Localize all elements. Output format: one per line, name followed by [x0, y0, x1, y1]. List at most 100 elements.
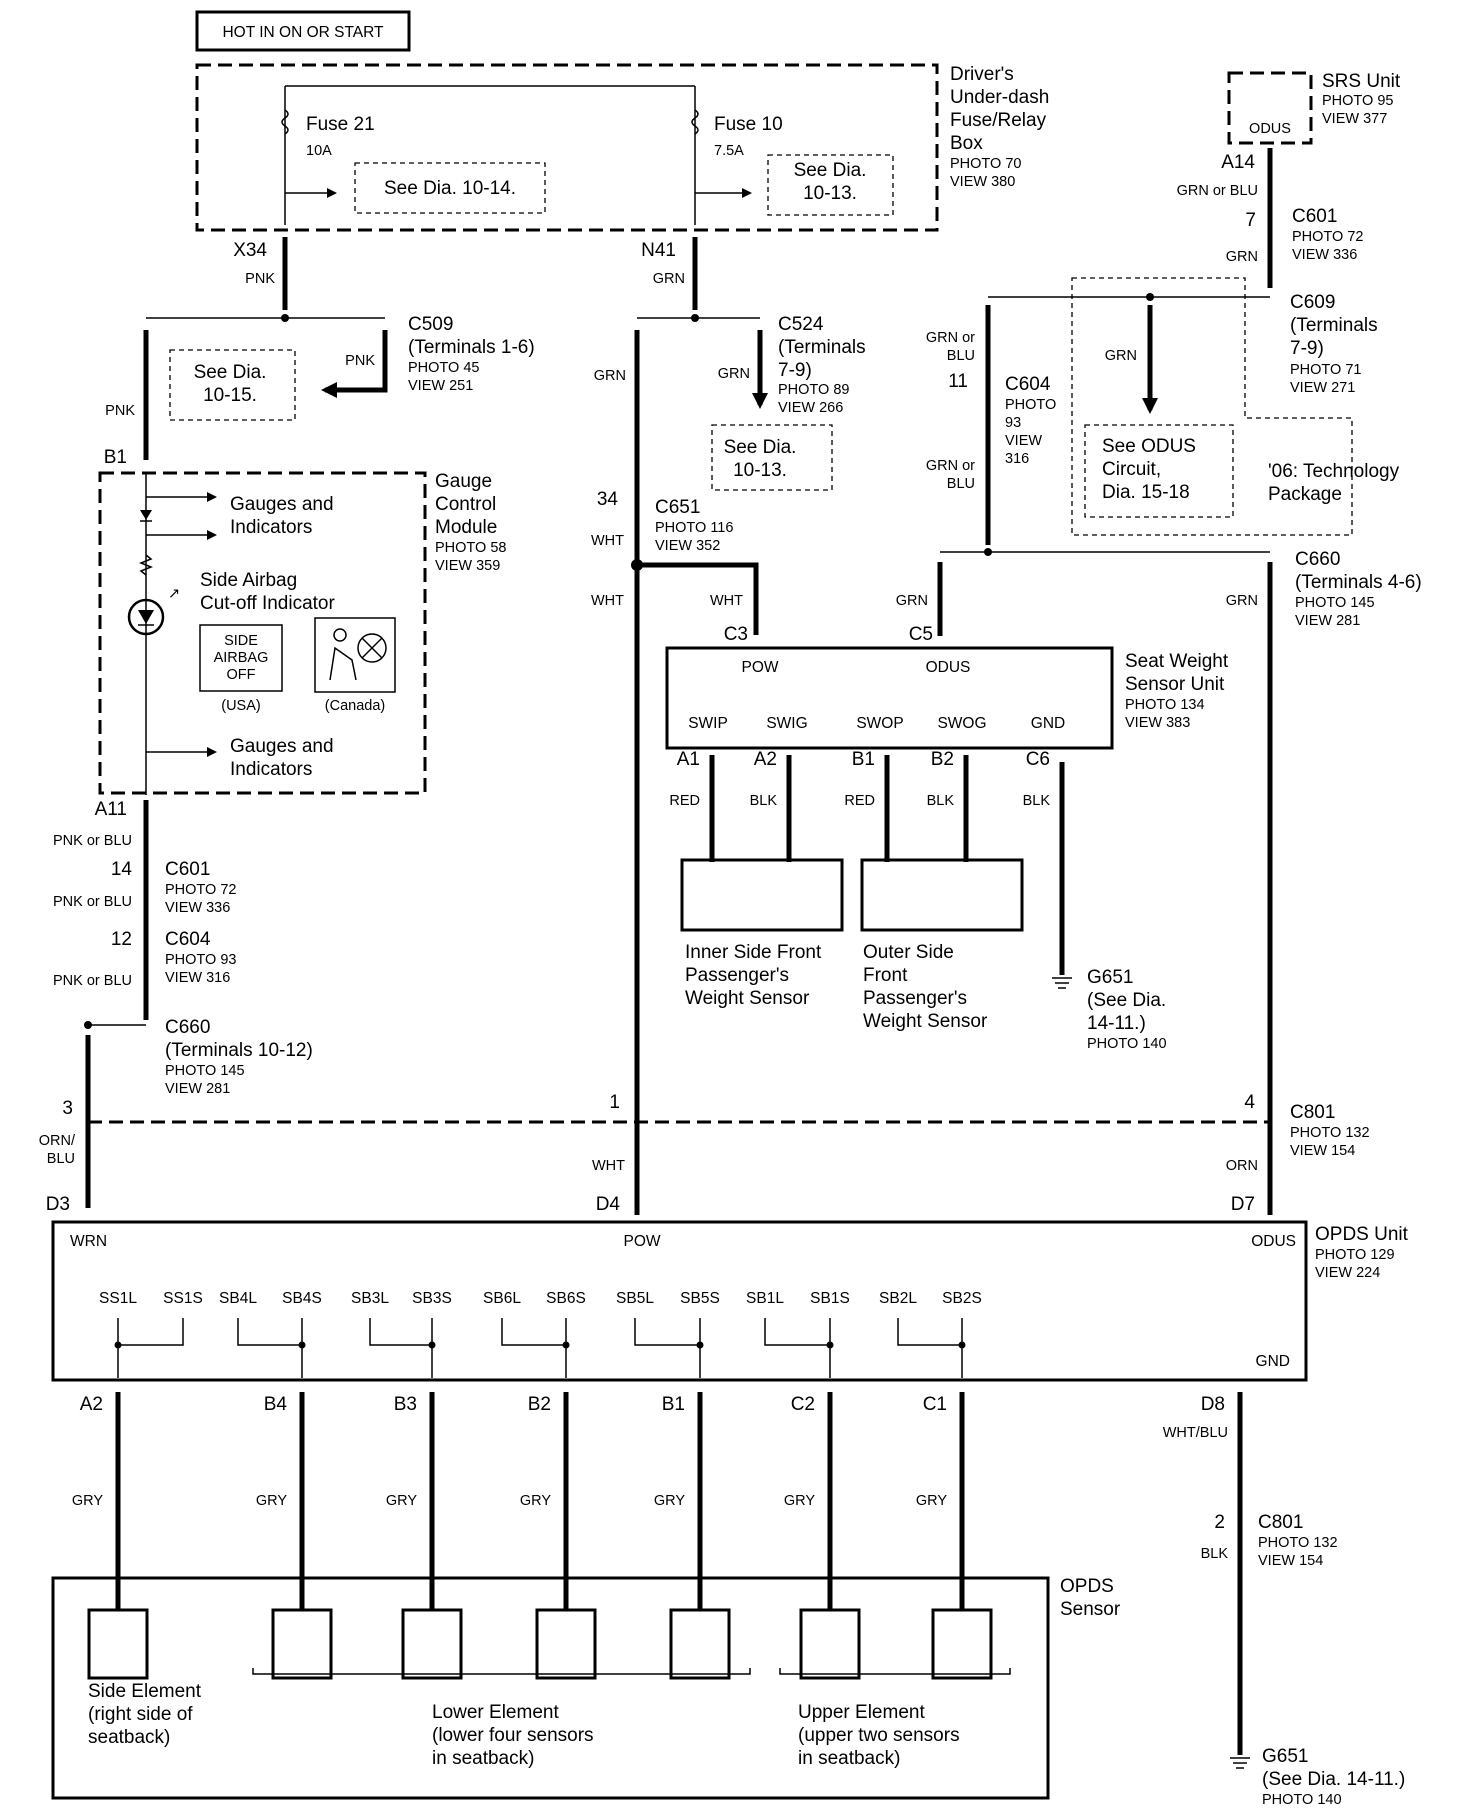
c604-mid-photo-1: PHOTO [1005, 397, 1056, 413]
c660-right-name: C660 [1295, 549, 1340, 570]
c651-wire-a: WHT [591, 533, 624, 549]
x34-terminal: X34 [233, 240, 267, 261]
c660-right-view: VIEW 281 [1295, 613, 1360, 629]
opds-wrn: WRN [70, 1233, 107, 1250]
c651-pin: 34 [597, 489, 619, 510]
srs-terminal: A14 [1221, 152, 1255, 173]
opds-bottom-terminal: C2 [791, 1394, 815, 1415]
sensor-element [87, 1608, 149, 1680]
c509-see-2: 10-15. [203, 385, 257, 406]
c604-mid-wire-bot-1: GRN or [926, 458, 975, 474]
opds-pin-label: SS1L [99, 1290, 137, 1307]
sws-wire: RED [844, 793, 875, 809]
sensor-element [401, 1608, 463, 1680]
opds-pin-label: SB6S [546, 1290, 586, 1307]
c801-photo: PHOTO 132 [1290, 1125, 1370, 1141]
c604-mid-wire-top-2: BLU [947, 348, 975, 364]
badge-line1: SIDE [224, 633, 258, 649]
opds-bottom-terminal: B1 [662, 1394, 685, 1415]
opds-pin-label: SB5S [680, 1290, 720, 1307]
c660-right-wire-right: GRN [1226, 593, 1258, 609]
opds-bottom-terminal: B2 [528, 1394, 551, 1415]
c609-photo: PHOTO 71 [1290, 362, 1361, 378]
c524-wire: GRN [718, 366, 750, 382]
opds-bottom-wire-label: GRY [784, 1493, 815, 1509]
c524-terms-2: 7-9) [778, 360, 812, 381]
c524-wire-left: GRN [594, 368, 626, 384]
hot-label: HOT IN ON OR START [222, 24, 384, 41]
c601-top-photo: PHOTO 72 [1292, 229, 1363, 245]
fuse21-rating: 10A [306, 143, 332, 159]
opds-pin-label: SB3S [412, 1290, 452, 1307]
opds-d4: D4 [596, 1194, 621, 1215]
gauge-view: VIEW 359 [435, 558, 500, 574]
gauge-photo: PHOTO 58 [435, 540, 506, 556]
c601-top-name: C601 [1292, 206, 1337, 227]
fuse21-name: Fuse 21 [306, 114, 375, 135]
opds-d8: D8 [1201, 1394, 1225, 1415]
fuse21-icon [281, 109, 289, 135]
light-rays-icon: ↗ [168, 586, 180, 602]
sws-title-2: Sensor Unit [1125, 674, 1225, 695]
odus-text-1: See ODUS [1102, 436, 1196, 457]
c524-name: C524 [778, 314, 824, 335]
indicator-bulb-icon [127, 598, 165, 636]
opds-pin-label: SB6L [483, 1290, 521, 1307]
opds-d3: D3 [46, 1194, 70, 1215]
g651-mid-photo: PHOTO 140 [1087, 1036, 1167, 1052]
opds-pin-label: SB5L [616, 1290, 654, 1307]
lower-label-1: Lower Element [432, 1702, 559, 1723]
c604-mid-name: C604 [1005, 374, 1051, 395]
c601-left-view: VIEW 336 [165, 900, 230, 916]
c524-photo: PHOTO 89 [778, 382, 849, 398]
sensor-element [931, 1608, 993, 1680]
upper-label-1: Upper Element [798, 1702, 925, 1723]
opds-unit-box [51, 1220, 1308, 1382]
g651-mid-name: G651 [1087, 967, 1133, 988]
diode-icon [140, 510, 152, 520]
c801b-pin: 2 [1214, 1512, 1225, 1533]
c801-pin4: 4 [1244, 1092, 1255, 1113]
opds-odus: ODUS [1251, 1233, 1296, 1250]
side-label-2: (right side of [88, 1704, 193, 1725]
fuse21-see-box [354, 162, 546, 214]
sws-pin-label: SWOP [856, 715, 903, 732]
opds-pin-bridge [369, 1318, 433, 1346]
lower-bracket [252, 1668, 751, 1675]
c604-mid-photo-2: 93 [1005, 415, 1021, 431]
c604-mid-pin: 11 [948, 371, 968, 392]
sws-title-1: Seat Weight [1125, 651, 1229, 672]
opds-pin-label: SB2S [942, 1290, 982, 1307]
fusebox-title-1: Driver's [950, 64, 1014, 85]
srs-photo: PHOTO 95 [1322, 93, 1393, 109]
opds-d7: D7 [1231, 1194, 1255, 1215]
gauges2-line2: Indicators [230, 759, 312, 780]
gauge-title-3: Module [435, 517, 497, 538]
indicator-line1: Side Airbag [200, 570, 297, 591]
inner-weight-sensor [680, 858, 844, 932]
fusebox-title-4: Box [950, 133, 983, 154]
c601-top-pin: 7 [1245, 210, 1256, 231]
c801b-wire: BLK [1201, 1546, 1229, 1562]
odus-tech-region [1071, 277, 1353, 536]
c609-terms-1: (Terminals [1290, 315, 1378, 336]
c660-left-name: C660 [165, 1017, 210, 1038]
gauges1-line2: Indicators [230, 517, 312, 538]
opds-bottom-wire-label: GRY [386, 1493, 417, 1509]
fusebox-title-3: Fuse/Relay [950, 110, 1047, 131]
odus-text-2: Circuit, [1102, 459, 1161, 480]
c660-left-view: VIEW 281 [165, 1081, 230, 1097]
sensor-title-2: Sensor [1060, 1599, 1121, 1620]
lower-label-2: (lower four sensors [432, 1725, 594, 1746]
sws-terminal: C6 [1026, 749, 1050, 770]
sws-pin-label: SWIG [766, 715, 807, 732]
opds-pin-label: SB1L [746, 1290, 784, 1307]
c604-mid-view-1: VIEW [1005, 433, 1042, 449]
odus-pkg-1: '06: Technology [1268, 461, 1400, 482]
sws-view: VIEW 383 [1125, 715, 1190, 731]
opds-title: OPDS Unit [1315, 1224, 1409, 1245]
c524-see-box [711, 424, 833, 491]
opds-pow: POW [623, 1233, 660, 1250]
c604-left-view: VIEW 316 [165, 970, 230, 986]
c801b-name: C801 [1258, 1512, 1303, 1533]
